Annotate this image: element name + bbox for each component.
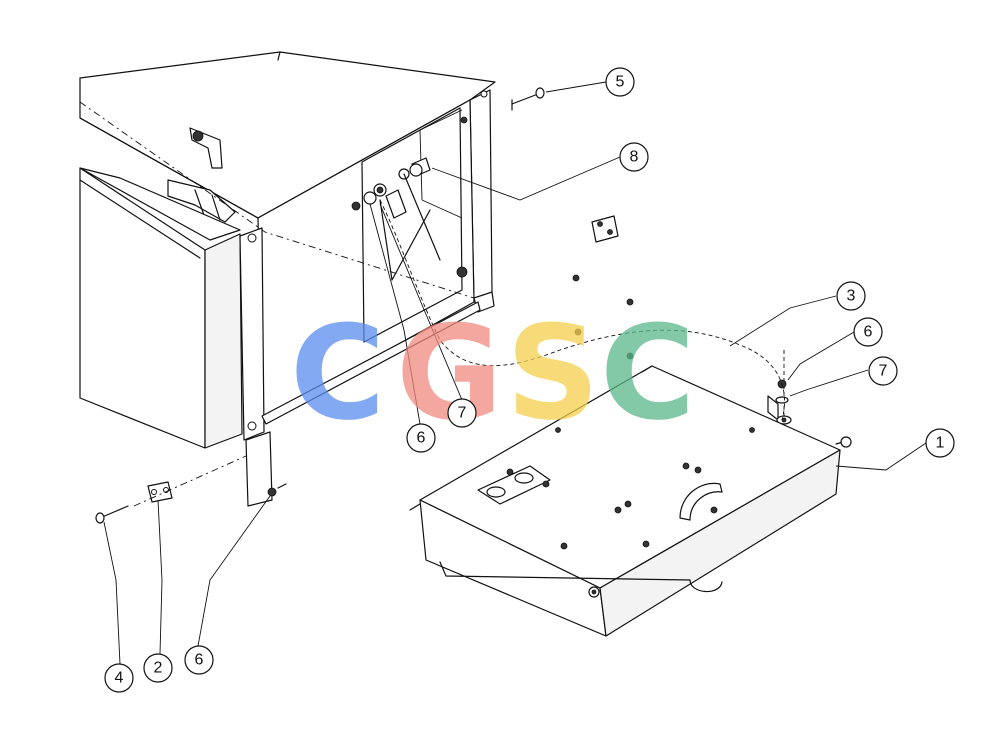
svg-text:5: 5 (616, 74, 625, 91)
callout-6-middle: 6 (406, 423, 436, 453)
callout-6-right: 6 (853, 317, 883, 347)
svg-text:7: 7 (458, 405, 467, 422)
watermark-letter: C (600, 297, 695, 449)
callout-7-middle: 7 (447, 398, 477, 428)
svg-text:6: 6 (195, 652, 204, 669)
upper-housing (79, 51, 496, 421)
svg-text:6: 6 (417, 430, 426, 447)
watermark: C G S C (290, 297, 695, 449)
callout-3: 3 (836, 281, 866, 311)
svg-text:6: 6 (864, 324, 873, 341)
svg-text:8: 8 (630, 149, 639, 166)
watermark-letter: S (506, 297, 600, 449)
svg-text:1: 1 (936, 435, 945, 452)
svg-text:3: 3 (847, 288, 856, 305)
watermark-letter: G (396, 297, 503, 449)
callout-2: 2 (143, 653, 173, 683)
callout-8: 8 (619, 142, 649, 172)
svg-text:2: 2 (154, 660, 163, 677)
svg-text:4: 4 (115, 670, 124, 687)
callout-1: 1 (925, 428, 955, 458)
leader-lines (103, 81, 927, 665)
callout-7-right: 7 (868, 356, 898, 386)
left-enclosure (79, 167, 481, 507)
callout-6-bottom: 6 (184, 645, 214, 675)
callout-5: 5 (605, 67, 635, 97)
svg-text:7: 7 (879, 363, 888, 380)
callout-4: 4 (104, 663, 134, 693)
watermark-letter: C (290, 297, 385, 449)
battery-tray (409, 365, 852, 637)
wire-harness (379, 173, 785, 421)
